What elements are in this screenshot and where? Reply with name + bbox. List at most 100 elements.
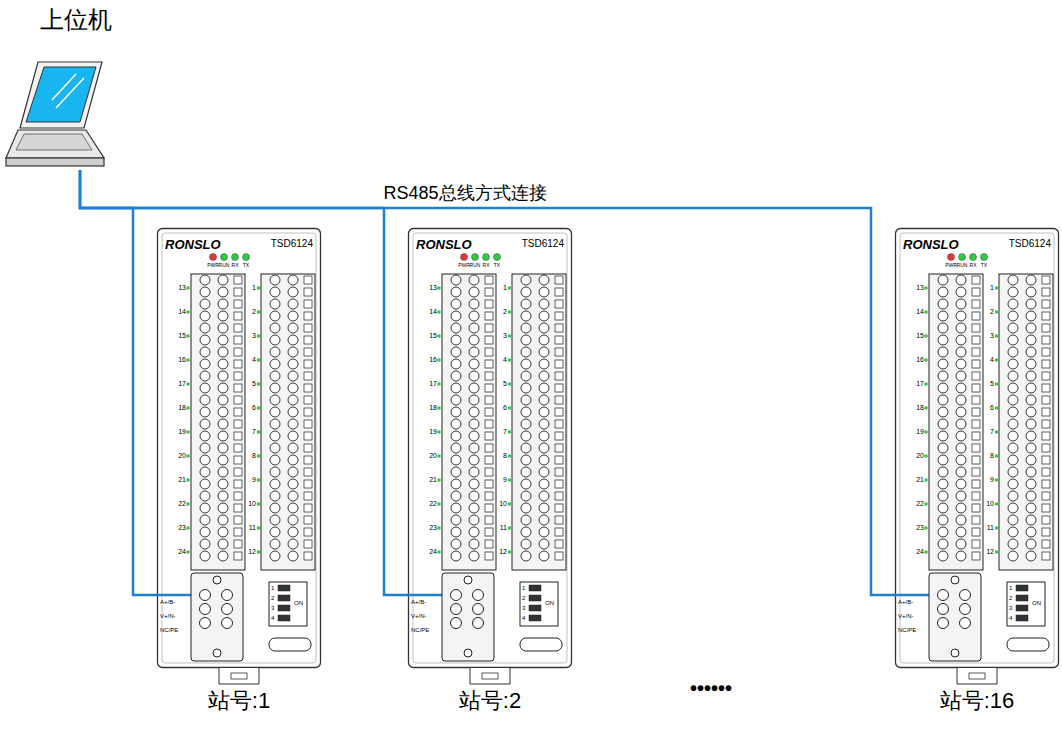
led-label: TX bbox=[240, 263, 252, 268]
terminal-screw bbox=[938, 467, 948, 477]
channel-led bbox=[186, 430, 190, 434]
terminal-screw bbox=[521, 527, 531, 537]
terminal-screw bbox=[539, 455, 549, 465]
bus-stub bbox=[895, 594, 929, 597]
terminal-block bbox=[512, 274, 566, 570]
channel-number: 4 bbox=[236, 356, 256, 363]
terminal-screw bbox=[270, 347, 280, 357]
channel-number: 23 bbox=[166, 524, 186, 531]
channel-led bbox=[257, 478, 261, 482]
terminal-screw bbox=[539, 359, 549, 369]
terminal-slot bbox=[1042, 504, 1050, 512]
terminal-screw bbox=[1026, 287, 1036, 297]
terminal-screw bbox=[521, 539, 531, 549]
terminal-slot bbox=[485, 468, 493, 476]
terminal-screw bbox=[451, 371, 461, 381]
terminal-slot bbox=[485, 396, 493, 404]
terminal-slot bbox=[485, 456, 493, 464]
channel-number: 15 bbox=[904, 332, 924, 339]
channel-number: 2 bbox=[974, 308, 994, 315]
terminal-screw bbox=[539, 503, 549, 513]
terminal-screw bbox=[200, 539, 210, 549]
terminal-screw bbox=[521, 299, 531, 309]
status-led bbox=[232, 254, 239, 261]
terminal-screw bbox=[218, 551, 228, 561]
bus-label: RS485总线方式连接 bbox=[381, 184, 548, 202]
channel-number: 14 bbox=[417, 308, 437, 315]
led-label: RUN bbox=[469, 263, 481, 268]
led-label: RX bbox=[967, 263, 979, 268]
channel-led bbox=[257, 526, 261, 530]
channel-number: 17 bbox=[904, 380, 924, 387]
dip-switch bbox=[269, 582, 307, 626]
terminal-screw bbox=[521, 323, 531, 333]
station-label: 站号:16 bbox=[865, 690, 1062, 712]
terminal-screw bbox=[451, 395, 461, 405]
terminal-screw bbox=[1008, 503, 1018, 513]
terminal-screw bbox=[200, 515, 210, 525]
terminal-screw bbox=[469, 419, 479, 429]
terminal-screw bbox=[270, 311, 280, 321]
terminal-screw bbox=[270, 443, 280, 453]
dip-lever bbox=[529, 605, 541, 611]
channel-number: 20 bbox=[417, 452, 437, 459]
terminal-screw bbox=[451, 299, 461, 309]
channel-led bbox=[437, 406, 441, 410]
pin-label: A+/B- bbox=[898, 599, 913, 605]
din-clip bbox=[219, 668, 259, 684]
terminal-screw bbox=[218, 443, 228, 453]
terminal-screw bbox=[218, 275, 228, 285]
terminal-slot bbox=[1042, 336, 1050, 344]
dip-number: 1 bbox=[271, 585, 274, 591]
terminal-screw bbox=[1008, 551, 1018, 561]
terminal-slot bbox=[555, 540, 563, 548]
channel-led bbox=[186, 550, 190, 554]
io-module: TSD6124站号:1RONSLOPWRRUNRXTX1314151617181… bbox=[157, 228, 321, 668]
terminal-screw bbox=[539, 479, 549, 489]
terminal-screw bbox=[469, 323, 479, 333]
channel-led bbox=[257, 286, 261, 290]
terminal-screw bbox=[288, 407, 298, 417]
pin-label: V+/N- bbox=[898, 613, 914, 619]
terminal-screw bbox=[270, 539, 280, 549]
terminal-screw bbox=[270, 335, 280, 345]
terminal-screw bbox=[218, 431, 228, 441]
terminal-slot bbox=[485, 504, 493, 512]
terminal-screw bbox=[1008, 371, 1018, 381]
channel-led bbox=[257, 358, 261, 362]
terminal-screw bbox=[938, 443, 948, 453]
terminal-slot bbox=[485, 360, 493, 368]
terminal-screw bbox=[938, 431, 948, 441]
status-led bbox=[221, 254, 228, 261]
terminal-screw bbox=[1026, 515, 1036, 525]
terminal-screw bbox=[288, 335, 298, 345]
channel-number: 23 bbox=[417, 524, 437, 531]
terminal-screw bbox=[956, 335, 966, 345]
channel-number: 22 bbox=[904, 500, 924, 507]
terminal-slot bbox=[555, 432, 563, 440]
io-module: TSD6124站号:2RONSLOPWRRUNRXTX1314151617181… bbox=[408, 228, 572, 668]
channel-number: 6 bbox=[236, 404, 256, 411]
terminal-screw bbox=[288, 467, 298, 477]
terminal-screw bbox=[469, 503, 479, 513]
dip-lever bbox=[529, 615, 541, 621]
status-led bbox=[472, 254, 479, 261]
terminal-slot bbox=[304, 540, 312, 548]
channel-led bbox=[437, 334, 441, 338]
terminal-screw bbox=[938, 515, 948, 525]
terminal-screw bbox=[1008, 491, 1018, 501]
connector-screw bbox=[222, 604, 233, 615]
terminal-screw bbox=[451, 515, 461, 525]
terminal-slot bbox=[1042, 348, 1050, 356]
terminal-slot bbox=[972, 336, 980, 344]
terminal-screw bbox=[469, 371, 479, 381]
terminal-slot bbox=[234, 552, 242, 560]
terminal-slot bbox=[485, 288, 493, 296]
channel-led bbox=[186, 478, 190, 482]
terminal-slot bbox=[555, 528, 563, 536]
terminal-slot bbox=[972, 324, 980, 332]
terminal-screw bbox=[218, 527, 228, 537]
terminal-slot bbox=[972, 288, 980, 296]
terminal-screw bbox=[521, 383, 531, 393]
terminal-screw bbox=[200, 371, 210, 381]
